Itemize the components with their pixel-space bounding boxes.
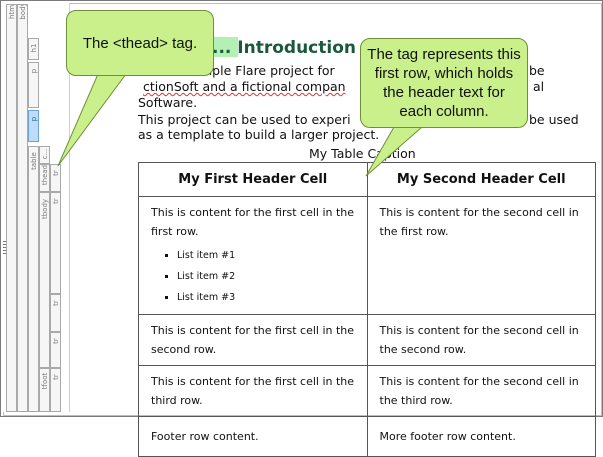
row-callout: The tag represents this first row, which… (360, 38, 528, 128)
table-caption[interactable]: My Table Caption (309, 146, 416, 161)
row3-cell1[interactable]: This is content for the first cell in th… (138, 365, 368, 417)
struct-tag-body[interactable]: body (17, 4, 28, 412)
table-row: This is content for the first cell in th… (138, 314, 596, 366)
bullet-list: List item #1 List item #2 List item #3 (151, 245, 355, 308)
heading-highlight (210, 37, 238, 57)
row2-cell1[interactable]: This is content for the first cell in th… (138, 314, 368, 366)
struct-tag-tbody[interactable]: tbody (39, 192, 50, 368)
list-item[interactable]: List item #1 (177, 245, 355, 266)
paragraph-2-line-1[interactable]: This project can be used to experi (138, 112, 351, 127)
paragraph-1-line-1[interactable]: mple Flare project for (200, 63, 335, 78)
row2-cell2[interactable]: This is content for the second cell in t… (366, 314, 596, 366)
row-callout-text: The tag represents this first row, which… (367, 46, 521, 120)
struct-tag-table[interactable]: table (28, 146, 39, 412)
header-row: My First Header Cell My Second Header Ce… (138, 162, 596, 197)
paragraph-1-line-2[interactable]: ctionSoft and a fictional compan (143, 79, 346, 94)
paragraph-2-line-1-tail[interactable]: be used (529, 112, 579, 127)
table-row: This is content for the first cell in th… (138, 365, 596, 417)
struct-tag-tbody-tr-1[interactable]: tr (50, 192, 61, 294)
content-table: My First Header Cell My Second Header Ce… (138, 162, 596, 457)
footer-cell-2[interactable]: More footer row content. (366, 416, 596, 457)
struct-tag-thead-tr[interactable]: tr (50, 164, 61, 192)
paragraph-1-line-3[interactable]: Software. (138, 95, 198, 110)
thead-callout-text: The <thead> tag. (82, 35, 198, 52)
list-item[interactable]: List item #3 (177, 287, 355, 308)
paragraph-1-line-1-tail[interactable]: be (529, 63, 545, 78)
footer-row: Footer row content. More footer row cont… (138, 416, 596, 457)
struct-tag-tfoot-tr[interactable]: tr (50, 368, 61, 412)
paragraph-2-line-2[interactable]: as a template to build a larger project. (138, 127, 380, 142)
struct-tag-p-selected[interactable]: p (28, 110, 39, 142)
paragraph-1-line-2-tail[interactable]: al (533, 79, 545, 94)
row1-cell2[interactable]: This is content for the second cell in t… (366, 196, 596, 315)
header-cell-2[interactable]: My Second Header Cell (366, 162, 596, 197)
struct-tag-p[interactable]: p (28, 62, 39, 108)
struct-tag-thead[interactable]: thead (39, 164, 50, 192)
splitter-grip[interactable] (3, 241, 6, 255)
row3-cell2[interactable]: This is content for the second cell in t… (366, 365, 596, 417)
page-heading[interactable]: ... Introduction (212, 38, 356, 58)
table-row: This is content for the first cell in th… (138, 196, 596, 315)
struct-tag-tfoot[interactable]: tfoot (39, 368, 50, 412)
row1-cell1-text: This is content for the first cell in th… (151, 206, 355, 238)
struct-tag-tbody-tr-2[interactable]: tr (50, 294, 61, 332)
row1-cell1[interactable]: This is content for the first cell in th… (138, 196, 368, 315)
struct-tag-h1[interactable]: h1 (28, 38, 39, 60)
list-item[interactable]: List item #2 (177, 266, 355, 287)
struct-tag-tbody-tr-3[interactable]: tr (50, 332, 61, 368)
struct-tag-html[interactable]: html (6, 4, 17, 412)
struct-tag-caption[interactable]: c... (39, 146, 50, 164)
header-cell-1[interactable]: My First Header Cell (138, 162, 368, 197)
footer-cell-1[interactable]: Footer row content. (138, 416, 368, 457)
thead-callout: The <thead> tag. (66, 10, 214, 76)
